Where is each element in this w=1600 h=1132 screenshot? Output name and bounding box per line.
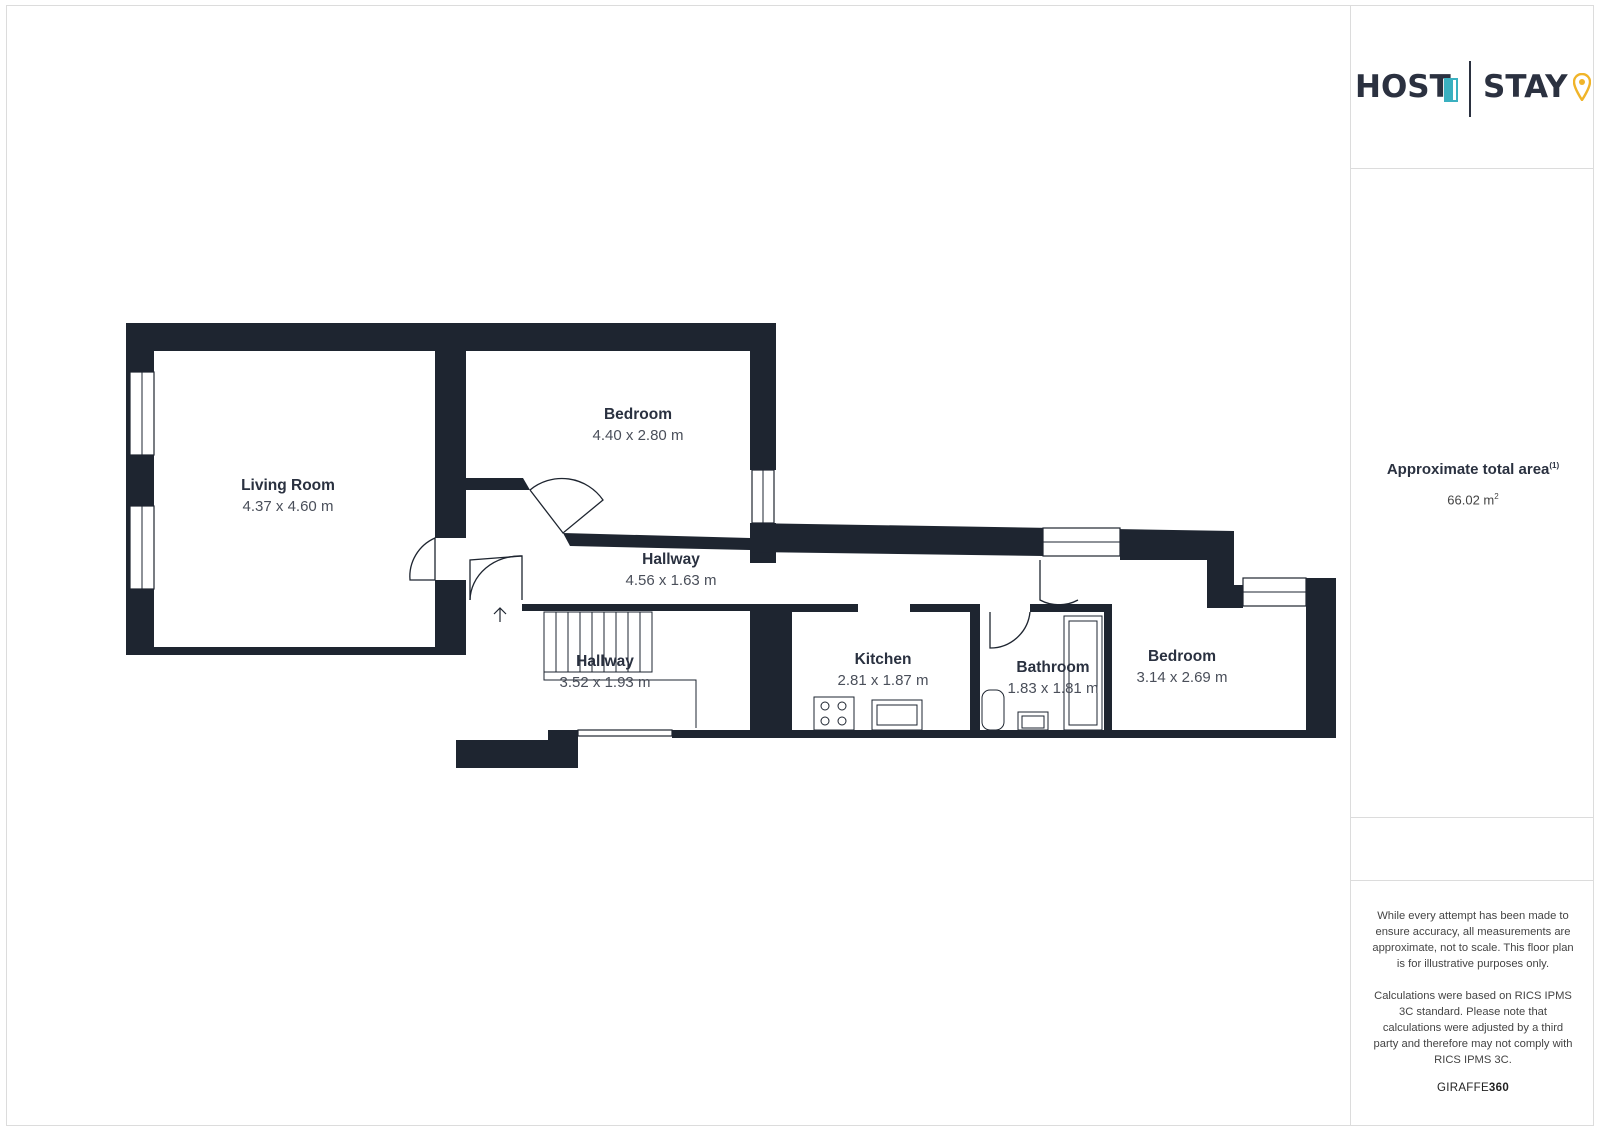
room-name-hallway-2: Hallway [576,653,634,670]
logo-divider [1469,61,1471,117]
area-title-text: Approximate total area [1386,461,1550,478]
room-name-kitchen: Kitchen [855,651,912,668]
fixtures [813,615,1103,731]
location-pin-icon [1573,73,1591,101]
door-icon [1444,78,1458,102]
entry-arrow-icon [493,607,507,622]
logo-stay-word: STAY [1483,69,1568,105]
room-dims-hallway-1: 4.56 x 1.63 m [626,572,717,589]
room-dims-bathroom: 1.83 x 1.81 m [1008,680,1099,697]
room-dims-living: 4.37 x 4.60 m [243,498,334,515]
credit-prefix: GIRAFFE [1436,1082,1489,1094]
credit-suffix: 360 [1488,1082,1510,1094]
logo-host-word: HOST [1355,69,1451,105]
door-entry-arc [469,555,523,601]
room-dims-bedroom-2: 3.14 x 2.69 m [1137,669,1228,686]
window-panes [141,372,1306,593]
divider [1351,168,1594,169]
area-value: 66.02 m2 [1351,492,1595,507]
door-swings [409,477,1079,649]
area-value-text: 66.02 m [1447,492,1495,508]
page-frame [6,5,1594,1126]
area-title: Approximate total area(1) [1351,461,1595,478]
room-name-bedroom-2: Bedroom [1148,648,1216,665]
floor-plan: Living Room 4.37 x 4.60 m Bedroom 4.40 x… [126,323,1336,768]
door-hall-right [1039,560,1079,606]
divider [1351,817,1594,818]
room-dims-bedroom-1: 4.40 x 2.80 m [593,427,684,444]
room-name-hallway-1: Hallway [642,551,700,568]
toilet-icon [981,689,1005,731]
room-dims-hallway-2: 3.52 x 1.93 m [560,674,651,691]
stairs [543,611,697,728]
walls [126,323,1336,768]
hob-icon [813,696,855,731]
disclaimer-accuracy: While every attempt has been made to ens… [1372,910,1574,970]
door-bathroom [989,611,1031,649]
door-living [409,537,436,581]
room-name-living: Living Room [241,477,335,494]
disclaimer-rics: Calculations were based on RICS IPMS 3C … [1373,990,1573,1066]
area-unit-sup: 2 [1494,492,1499,501]
divider [1351,880,1594,881]
room-name-bedroom-1: Bedroom [604,406,672,423]
room-labels: Living Room 4.37 x 4.60 m Bedroom 4.40 x… [241,406,1227,697]
info-sidebar: HOST STAY Approximate total area(1) 66.0… [1350,5,1594,1126]
room-dims-kitchen: 2.81 x 1.87 m [838,672,929,689]
area-footnote-marker: (1) [1549,461,1560,470]
door-bedroom [529,477,604,534]
window [577,729,673,737]
door-entry [469,555,523,600]
host-stay-logo: HOST STAY [1351,57,1595,117]
giraffe360-credit: GIRAFFE360 [1351,1082,1595,1094]
room-name-bathroom: Bathroom [1016,659,1089,676]
